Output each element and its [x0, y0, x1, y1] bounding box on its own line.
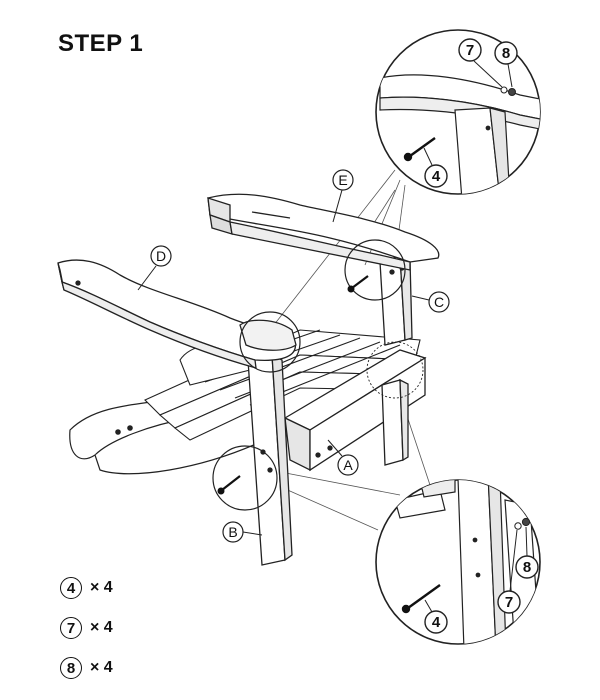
- bolt-icon: [401, 584, 441, 614]
- detail-top-washer-label: 7: [466, 42, 474, 59]
- part-number: 7: [60, 617, 82, 639]
- callout-D-label: D: [156, 248, 166, 264]
- callout-C: [428, 291, 450, 313]
- part-number: 8: [60, 657, 82, 679]
- detail-circle-bottom: 4 8 7: [375, 479, 541, 645]
- detail-top-bolt-label: 4: [432, 168, 441, 185]
- nut-icon: [521, 517, 531, 527]
- callout-E-label: E: [338, 172, 347, 188]
- part-quantity: × 4: [90, 579, 113, 596]
- callout-A-label: A: [343, 457, 353, 473]
- step-title: STEP 1: [58, 30, 144, 57]
- nut-icon: [508, 88, 516, 96]
- part-quantity: × 4: [90, 659, 113, 676]
- part-callouts: E D C A B: [137, 169, 450, 543]
- parts-list-row: 7 × 4: [60, 608, 113, 648]
- parts-list: 4 × 4 7 × 4 8 × 4: [60, 568, 113, 688]
- highlight-circle-back-top: [344, 239, 406, 301]
- washer-icon: [514, 522, 522, 530]
- callout-E: [332, 169, 354, 191]
- armrest-D: [57, 259, 297, 369]
- part-quantity: × 4: [90, 619, 113, 636]
- detail-circle-top: 4 7 8: [375, 29, 541, 195]
- callout-D: [150, 245, 172, 267]
- part-number: 4: [60, 577, 82, 599]
- right-leg-C: [379, 255, 413, 466]
- highlight-circle-seat: [366, 341, 424, 399]
- detail-bottom-bolt-label: 4: [432, 614, 441, 631]
- detail-bottom-washer-label: 7: [505, 594, 513, 611]
- parts-list-row: 4 × 4: [60, 568, 113, 608]
- callout-B-label: B: [228, 524, 237, 540]
- callout-A: [337, 454, 359, 476]
- detail-bottom-nut-label: 8: [523, 559, 531, 576]
- parts-list-row: 8 × 4: [60, 648, 113, 688]
- armrest-E: [207, 193, 440, 271]
- highlight-circle-front-bottom: [212, 445, 278, 511]
- highlight-circle-front-top: [239, 311, 301, 373]
- washer-icon: [500, 86, 508, 94]
- detail-top-nut-label: 8: [502, 45, 510, 62]
- callout-C-label: C: [434, 294, 444, 310]
- bolt-icon: [403, 137, 436, 162]
- bolt-icon: [217, 275, 369, 495]
